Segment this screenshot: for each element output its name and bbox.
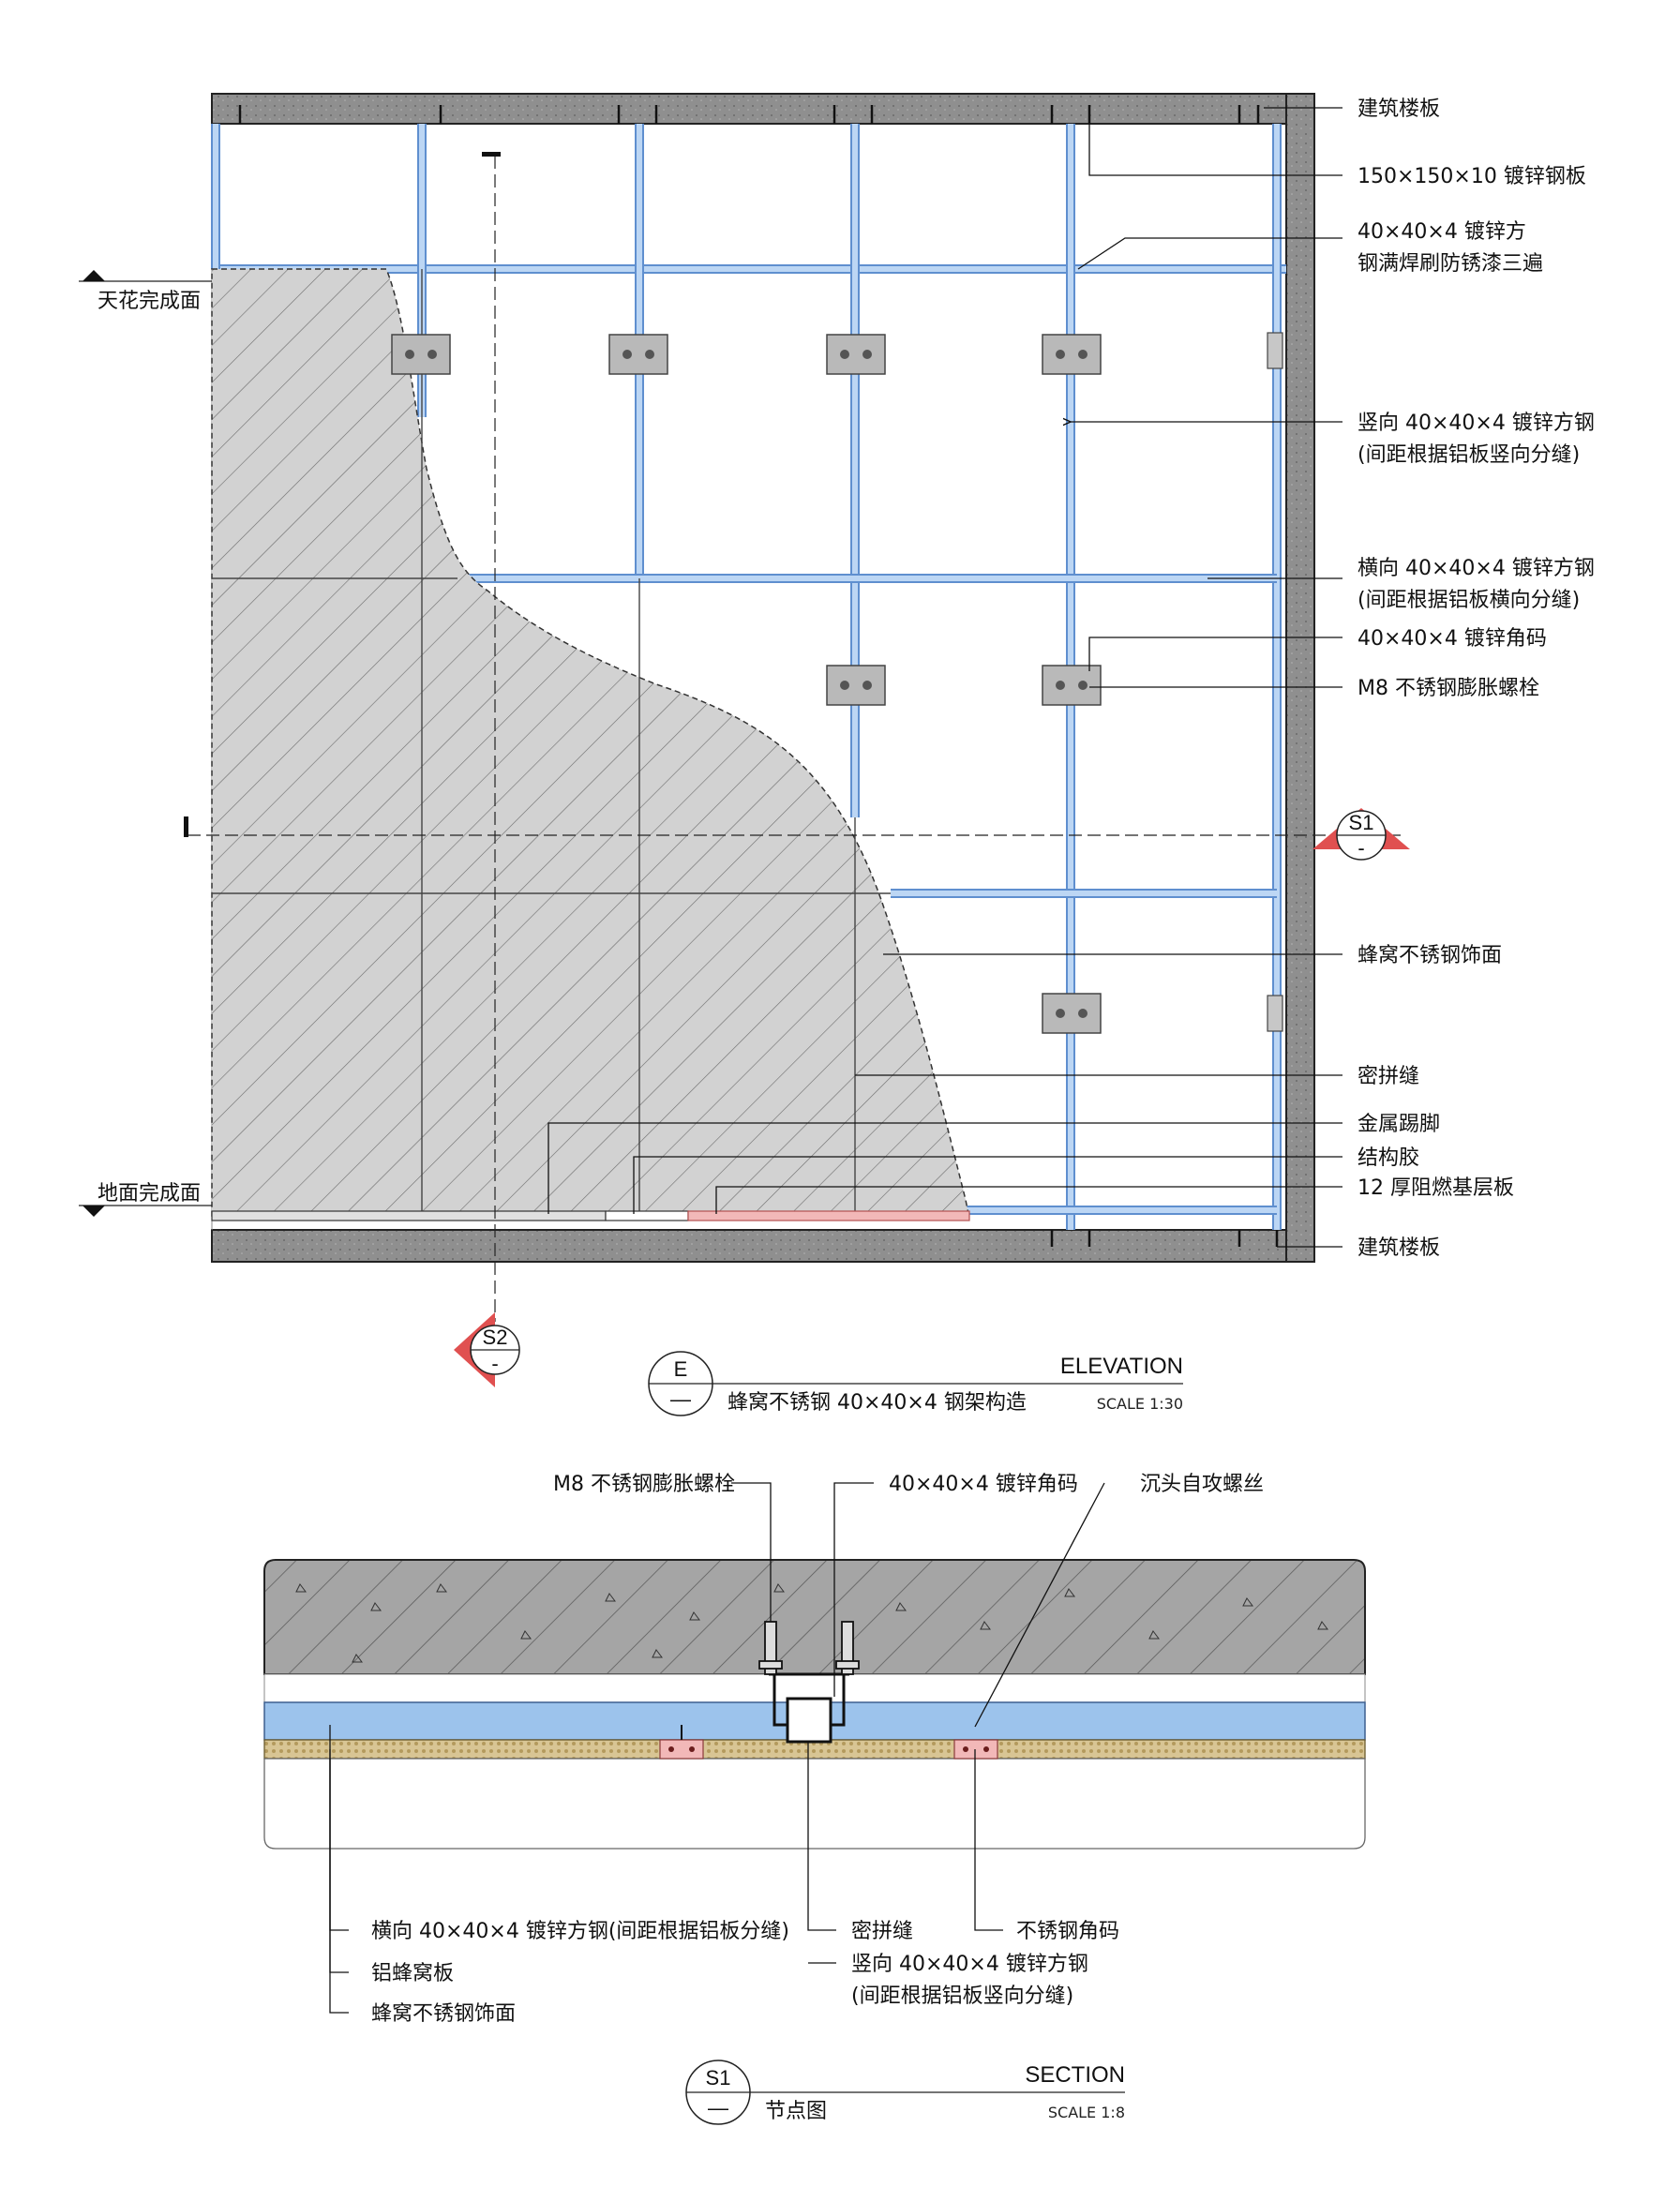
label-weld-paint: 钢满焊刷防锈漆三遍 [1358, 252, 1543, 276]
section-label-list: M8 不锈钢膨胀螺栓 40×40×4 镀锌角码 沉头自攻螺丝 横向 40×40×… [371, 1473, 1264, 2026]
label-aluminium-honeycomb: 铝蜂窝板 [371, 1962, 454, 1985]
vertical-steel-tube [786, 1697, 832, 1744]
elevation-title-block: E — ELEVATION 蜂窝不锈钢 40×40×4 钢架构造 SCALE 1… [648, 1351, 1183, 1416]
section-scale: SCALE 1:8 [1048, 2104, 1125, 2121]
label-expansion-bolt: M8 不锈钢膨胀螺栓 [1358, 677, 1539, 700]
floor-level-label: 地面完成面 [98, 1182, 201, 1206]
section-code: S1 [706, 2066, 731, 2090]
section-name: 节点图 [765, 2100, 827, 2123]
label-vertical-spacing: (间距根据铝板竖向分缝) [1358, 443, 1580, 467]
ceiling-level-label: 天花完成面 [98, 290, 201, 313]
floor-level-marker: 地面完成面 [79, 1182, 212, 1217]
bracket [826, 334, 886, 375]
elevation-leaders [548, 107, 1342, 1248]
label-galvanized-plate: 150×150×10 镀锌钢板 [1358, 165, 1586, 188]
right-wall [1285, 93, 1315, 1263]
bracket [1042, 665, 1102, 706]
section-marker-s2[interactable]: S2 - [454, 1312, 520, 1387]
s2-code: S2 [483, 1326, 508, 1349]
anchor-bolts [238, 105, 1279, 1247]
elevation-drawing: 天花完成面 地面完成面 S1 - S2 - [79, 93, 1595, 1416]
label-horizontal-steel-section: 横向 40×40×4 镀锌方钢(间距根据铝板分缝) [371, 1920, 789, 1943]
elevation-scale: SCALE 1:30 [1097, 1395, 1183, 1413]
label-horizontal-spacing: (间距根据铝板横向分缝) [1358, 589, 1580, 612]
label-angle-code: 40×40×4 镀锌角码 [1358, 627, 1547, 651]
structural-glue [605, 1210, 689, 1221]
angle-brackets [391, 332, 1283, 1034]
bracket [1042, 993, 1102, 1034]
bracket [1267, 332, 1283, 369]
s2-sheet: - [491, 1352, 498, 1375]
elevation-name: 蜂窝不锈钢 40×40×4 钢架构造 [728, 1391, 1027, 1415]
stainless-angle-codes [659, 1725, 998, 1760]
label-m8-bolt: M8 不锈钢膨胀螺栓 [553, 1473, 735, 1496]
bracket [1042, 334, 1102, 375]
ceiling-level-marker: 天花完成面 [79, 270, 212, 313]
finish-face [263, 1758, 1366, 1850]
label-vertical-steel: 竖向 40×40×4 镀锌方钢 [1358, 412, 1595, 435]
expansion-bolts [758, 1621, 860, 1675]
label-building-slab-top: 建筑楼板 [1358, 97, 1440, 121]
section-title-block: S1 — SECTION 节点图 SCALE 1:8 [685, 2060, 1125, 2125]
label-metal-skirting: 金属踢脚 [1358, 1113, 1440, 1136]
label-fire-board: 12 厚阻燃基层板 [1358, 1176, 1514, 1200]
label-building-slab-bottom: 建筑楼板 [1358, 1236, 1440, 1260]
section-marker-s1[interactable]: S1 - [1312, 808, 1410, 861]
s1-sheet: - [1358, 836, 1364, 860]
elevation-sheet: — [670, 1387, 691, 1411]
label-angle-code-top: 40×40×4 镀锌角码 [889, 1473, 1078, 1496]
horizontal-steel-members [458, 574, 1277, 1215]
elevation-code: E [674, 1357, 688, 1381]
elevation-label-list: 建筑楼板 150×150×10 镀锌钢板 40×40×4 镀锌方 钢满焊刷防锈漆… [1358, 97, 1595, 1260]
section-drawing: M8 不锈钢膨胀螺栓 40×40×4 镀锌角码 沉头自攻螺丝 横向 40×40×… [263, 1473, 1366, 2125]
aggregate-marks [295, 1583, 1328, 1663]
section-leaders [329, 1482, 1105, 2014]
label-countersunk-screw: 沉头自攻螺丝 [1140, 1473, 1264, 1496]
s1-code: S1 [1349, 811, 1374, 834]
label-vertical-spacing-section: (间距根据铝板竖向分缝) [851, 1985, 1073, 2008]
fire-retardant-board [687, 1210, 970, 1221]
concrete-slab [263, 1559, 1366, 1675]
honeycomb-panel-hatch [211, 268, 970, 1220]
label-horizontal-steel: 横向 40×40×4 镀锌方钢 [1358, 557, 1595, 580]
section-type: SECTION [1025, 2062, 1125, 2088]
label-tight-joint-section: 密拼缝 [851, 1920, 913, 1943]
label-tight-joint: 密拼缝 [1358, 1065, 1419, 1088]
bracket [391, 334, 451, 375]
bracket [1267, 995, 1283, 1032]
top-slab [211, 93, 1315, 125]
metal-skirting [211, 1210, 607, 1221]
label-honeycomb-finish: 蜂窝不锈钢饰面 [1358, 944, 1502, 967]
bottom-slab [211, 1229, 1315, 1263]
label-honeycomb-stainless: 蜂窝不锈钢饰面 [371, 2002, 516, 2026]
label-structural-glue: 结构胶 [1358, 1146, 1419, 1170]
label-vertical-steel-section: 竖向 40×40×4 镀锌方钢 [851, 1953, 1088, 1976]
elevation-type: ELEVATION [1060, 1354, 1183, 1379]
bracket [608, 334, 668, 375]
bracket [826, 665, 886, 706]
panel-joints [212, 269, 891, 1211]
label-stainless-angle: 不锈钢角码 [1016, 1920, 1119, 1943]
label-galvanized-square: 40×40×4 镀锌方 [1358, 220, 1526, 244]
section-sheet: — [708, 2096, 728, 2120]
